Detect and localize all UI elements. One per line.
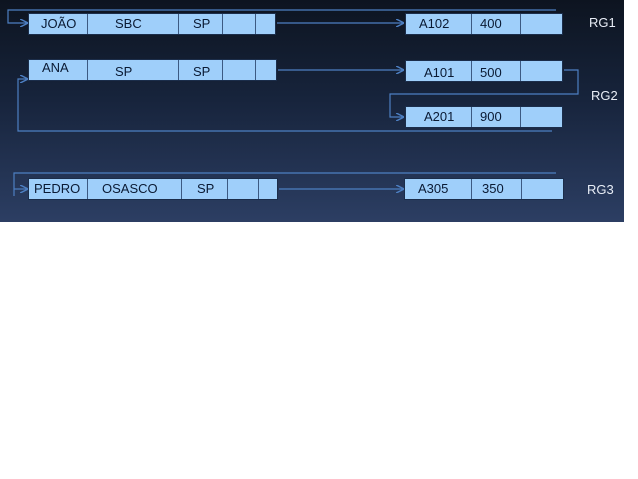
record-field: ANA [29, 60, 88, 80]
record-ana: ANA SP SP [28, 59, 277, 81]
rg2-return-line [17, 79, 552, 132]
rg2-a101-to-a201-line [389, 69, 579, 117]
record-field: 400 [472, 14, 521, 34]
group-label-rg2: RG2 [591, 88, 618, 103]
record-field [521, 14, 562, 34]
rg1-return-line [7, 9, 556, 23]
record-field: SBC [88, 14, 179, 34]
record-field [259, 179, 277, 199]
record-a305: A305 350 [404, 178, 564, 200]
record-field: A201 [406, 107, 472, 127]
record-field [522, 179, 563, 199]
record-field [228, 179, 259, 199]
rg3-return-line [13, 172, 556, 196]
record-field: 500 [472, 61, 521, 81]
record-field: 900 [472, 107, 521, 127]
record-field: JOÃO [29, 14, 88, 34]
record-field [256, 60, 276, 80]
record-field [256, 14, 275, 34]
record-field: SP [182, 179, 228, 199]
diagram-canvas: JOÃO SBC SP A102 400 RG1 ANA SP SP A101 … [0, 0, 624, 222]
record-field: SP [88, 60, 179, 80]
record-field: A101 [406, 61, 472, 81]
record-field [223, 60, 256, 80]
record-a201: A201 900 [405, 106, 563, 128]
record-field: PEDRO [29, 179, 88, 199]
record-field: SP [179, 60, 223, 80]
record-field [521, 61, 562, 81]
record-field [521, 107, 562, 127]
connector-lines [7, 9, 579, 196]
record-field: A305 [405, 179, 472, 199]
group-label-rg1: RG1 [589, 15, 616, 30]
record-field: A102 [406, 14, 472, 34]
group-label-rg3: RG3 [587, 182, 614, 197]
record-field [223, 14, 256, 34]
record-field: SP [179, 14, 223, 34]
record-joao: JOÃO SBC SP [28, 13, 276, 35]
record-a102: A102 400 [405, 13, 563, 35]
record-field: 350 [472, 179, 522, 199]
record-field: OSASCO [88, 179, 182, 199]
record-pedro: PEDRO OSASCO SP [28, 178, 278, 200]
record-a101: A101 500 [405, 60, 563, 82]
